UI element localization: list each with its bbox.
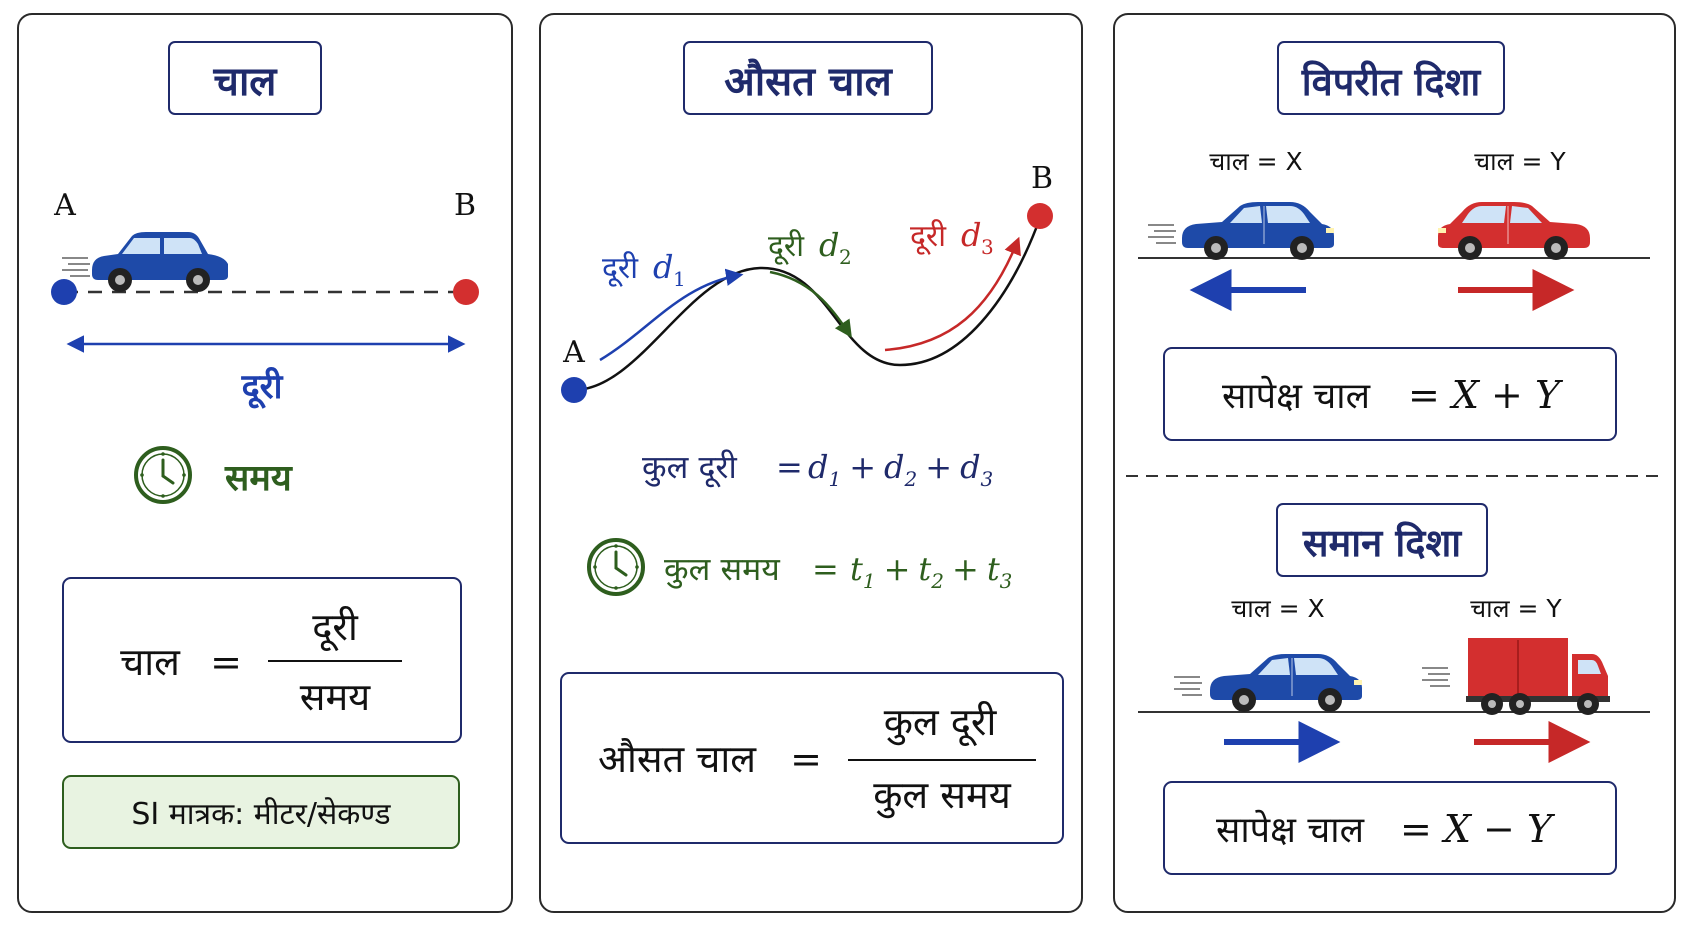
panel-average-title-box	[683, 41, 933, 115]
opposite-formula-rhs: = X + Y	[1408, 373, 1564, 417]
opposite-formula-lhs: सापेक्ष चाल	[1222, 375, 1371, 417]
total-time-label: कुल समय	[664, 550, 781, 589]
avg-point-b-label: B	[1031, 161, 1053, 196]
same-speed-1: चाल = X	[1231, 594, 1324, 623]
opposite-formula-box	[1163, 347, 1617, 441]
speed-formula-denominator: समय	[300, 675, 371, 719]
d1-label: दूरी d 1	[602, 248, 686, 291]
same-title-box	[1276, 503, 1488, 577]
opposite-speed-2: चाल = Y	[1474, 147, 1566, 176]
panel-average-speed: औसत चाल A B दूरी d 1 दूरी d 2 दूरी d 3 क…	[539, 13, 1083, 913]
average-formula-numerator: कुल दूरी	[884, 700, 998, 747]
point-a-label: A	[53, 188, 76, 223]
si-unit-box	[62, 775, 460, 849]
opposite-title: विपरीत दिशा	[1301, 60, 1482, 104]
panel-average-title: औसत चाल	[724, 58, 893, 105]
avg-point-a-label: A	[562, 335, 585, 370]
svg-text:2: 2	[839, 245, 852, 269]
total-time-expr: t1+t2+t3	[850, 550, 1012, 593]
speed-formula-numerator: दूरी	[312, 605, 359, 652]
d2-arrow-icon	[769, 270, 852, 338]
time-label: समय	[224, 458, 293, 499]
svg-text:d: d	[653, 248, 673, 286]
d3-label: दूरी d 3	[910, 216, 994, 259]
same-title: समान दिशा	[1302, 521, 1462, 565]
average-formula-box	[560, 672, 1064, 844]
speed-formula-eq: =	[210, 640, 242, 684]
avg-point-b-dot	[1027, 203, 1053, 229]
point-a-dot	[51, 279, 77, 305]
avg-clock-icon	[587, 538, 645, 596]
d1-arrow-icon	[599, 268, 744, 362]
average-formula-denominator: कुल समय	[873, 773, 1011, 819]
svg-text:दूरी: दूरी	[602, 251, 639, 287]
opposite-title-box	[1277, 41, 1505, 115]
total-distance-label: कुल दूरी	[642, 448, 738, 488]
d3-arrow-icon	[884, 236, 1021, 352]
panel-speed-title-box	[168, 41, 322, 115]
d2-label: दूरी d 2	[768, 226, 852, 269]
panel-speed: चाल A B दूरी समय चाल = दूरी समय SI मात्र…	[17, 13, 513, 913]
same-speed-2: चाल = Y	[1470, 594, 1562, 623]
total-distance-row: कुल दूरी = d1+d2+d3	[642, 448, 993, 491]
svg-text:=: =	[812, 550, 839, 588]
speed-formula-box	[62, 577, 462, 743]
opposite-speed-1: चाल = X	[1209, 147, 1302, 176]
panel-speed-title: चाल	[213, 59, 279, 105]
total-time-row: कुल समय = t1+t2+t3	[587, 538, 1012, 596]
point-b-dot	[453, 279, 479, 305]
average-formula-lhs: औसत चाल	[598, 737, 757, 781]
svg-text:दूरी: दूरी	[768, 229, 805, 265]
path-curve	[573, 217, 1042, 392]
average-formula-eq: =	[790, 737, 822, 781]
svg-text:d: d	[961, 216, 981, 254]
same-formula-rhs: = X − Y	[1400, 807, 1556, 851]
avg-point-a-dot	[561, 377, 587, 403]
speed-formula-lhs: चाल	[120, 640, 181, 684]
clock-icon	[134, 446, 192, 504]
same-formula-lhs: सापेक्ष चाल	[1216, 809, 1365, 851]
svg-text:3: 3	[981, 235, 994, 259]
same-formula-box	[1163, 781, 1617, 875]
total-distance-expr: d1+d2+d3	[808, 448, 993, 491]
panel-relative-speed: विपरीत दिशा चाल = X चाल = Y सापेक्ष चाल …	[1113, 13, 1676, 913]
si-unit-label: SI मात्रक: मीटर/सेकण्ड	[131, 797, 391, 832]
svg-text:1: 1	[673, 267, 686, 291]
svg-text:दूरी: दूरी	[910, 219, 947, 255]
panel-relative-border	[1113, 13, 1676, 913]
svg-text:=: =	[776, 448, 803, 486]
distance-label: दूरी	[241, 366, 284, 409]
svg-text:d: d	[819, 226, 839, 264]
point-b-label: B	[454, 188, 476, 223]
